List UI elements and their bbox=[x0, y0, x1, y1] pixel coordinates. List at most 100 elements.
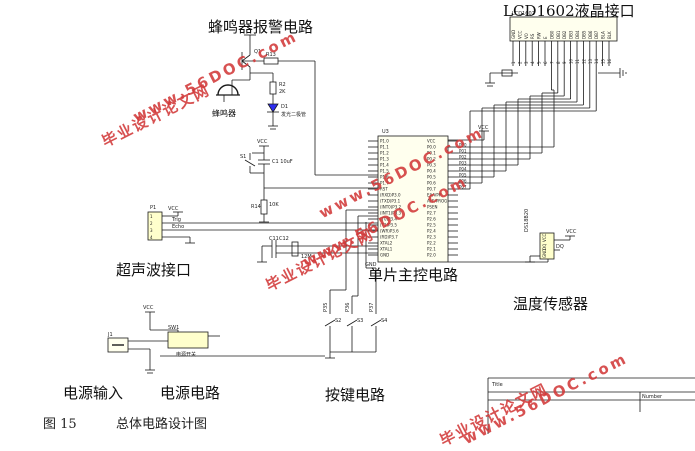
power-switch bbox=[167, 331, 209, 349]
s3-ref: S3 bbox=[357, 318, 363, 324]
label-lcd-interface: LCD1602液晶接口 bbox=[503, 2, 635, 20]
figure-number: 图 15 bbox=[43, 417, 77, 432]
p35-net: P35 bbox=[323, 303, 329, 312]
lcd-pin: DB4 bbox=[575, 30, 580, 39]
ds-ref: DS18B20 bbox=[524, 209, 530, 232]
cap-ref: C1 10uF bbox=[272, 159, 293, 165]
q1-ref: Q1 bbox=[254, 49, 261, 55]
mcu-pin-left: (T1)P3.5 bbox=[380, 223, 397, 228]
mcu-pin-right: P2.7 bbox=[427, 211, 436, 216]
lcd-connector bbox=[509, 16, 618, 42]
u3-ref: U3 bbox=[382, 129, 389, 135]
mcu-gnd: GND bbox=[365, 262, 377, 268]
s2-ref: S2 bbox=[335, 318, 341, 324]
label-temperature-sensor: 温度传感器 bbox=[513, 295, 589, 313]
mcu-pin-right: P2.4 bbox=[427, 229, 436, 234]
label-power-circuit: 电源电路 bbox=[160, 384, 221, 402]
mcu-pin-left: P1.5 bbox=[380, 169, 389, 174]
mcu-pin-right: P0.2 bbox=[427, 157, 436, 162]
mcu-pin-right: P0.5 bbox=[427, 175, 436, 180]
mcu-pin-right: P2.2 bbox=[427, 241, 436, 246]
lcd-pin: E bbox=[543, 36, 548, 39]
lcd-pin-number: 3 bbox=[524, 61, 529, 64]
mcu-pin-right: P0.7 bbox=[427, 187, 436, 192]
s1-ref: S1 bbox=[240, 154, 246, 160]
lcd-pin-number: 6 bbox=[543, 61, 548, 64]
lcd-pin-number: 2 bbox=[517, 61, 522, 64]
p0-net-label: P05 bbox=[459, 173, 467, 178]
lcd-pin: DB1 bbox=[556, 30, 561, 39]
ds18b20-body bbox=[539, 232, 555, 260]
c11-ref: C11 bbox=[269, 236, 279, 242]
schematic-page: Q1 R13 R2 2K D1 发光二极管 U3 S1 C1 10uF R14 … bbox=[43, 2, 695, 450]
lcd-pin-number: 7 bbox=[549, 61, 554, 64]
mcu-pin-right: VCC bbox=[427, 139, 436, 144]
ultrasonic-connector bbox=[147, 211, 163, 241]
p37-net: P37 bbox=[369, 303, 375, 312]
ultrasonic-pin-number: 3 bbox=[150, 228, 153, 233]
p36-net: P36 bbox=[345, 303, 351, 312]
lcd-pin: BLA bbox=[601, 31, 606, 39]
mcu-pin-right: ALE/PROG bbox=[427, 199, 447, 204]
mcu-pin-left: P1.4 bbox=[380, 163, 389, 168]
lcd-pin-number: 13 bbox=[588, 58, 593, 64]
p1-ref: P1 bbox=[150, 205, 156, 211]
lcd-pin-number: 5 bbox=[537, 61, 542, 64]
lcd-pin-number: 14 bbox=[594, 58, 599, 64]
mcu-pin-left: P1.0 bbox=[380, 139, 389, 144]
lcd-pin-number: 9 bbox=[562, 61, 567, 64]
lcd-pin: RW bbox=[537, 32, 542, 39]
lcd-pin-number: 15 bbox=[601, 58, 606, 64]
mcu-pin-right: P2.6 bbox=[427, 217, 436, 222]
d1-note: 发光二极管 bbox=[281, 111, 306, 118]
mcu-pin-left: (RXD)P3.0 bbox=[380, 193, 401, 198]
mcu-pin-right: P0.6 bbox=[427, 181, 436, 186]
r2-ref: R2 bbox=[279, 82, 286, 88]
lcd-pin-number: 12 bbox=[581, 58, 586, 64]
mcu-pin-left: XTAL1 bbox=[380, 247, 393, 252]
ultrasonic-pin-number: 4 bbox=[150, 235, 153, 240]
lcd-pin: DB7 bbox=[594, 30, 599, 39]
r14-value: 10K bbox=[269, 202, 279, 208]
mcu-pin-left: P1.2 bbox=[380, 151, 389, 156]
lcd-pin-number: 8 bbox=[556, 61, 561, 64]
p0-net-label: P07 bbox=[459, 185, 467, 190]
lcd-pin-number: 16 bbox=[607, 58, 612, 64]
j1-ref: J1 bbox=[107, 332, 113, 338]
mcu-pin-left: XTAL2 bbox=[380, 241, 393, 246]
lcd-ref: LCD1602 bbox=[512, 11, 535, 17]
lcd-pin-number: 10 bbox=[569, 58, 574, 64]
mcu-pin-left: (WR)P3.6 bbox=[380, 229, 399, 234]
r13-ref: R13 bbox=[266, 52, 276, 58]
vcc-mcu: VCC bbox=[478, 125, 489, 131]
lcd-pin: DB5 bbox=[581, 30, 586, 39]
mcu-pin-left: (T0)P3.4 bbox=[380, 217, 397, 222]
ds18b20-pin: GND bbox=[542, 249, 547, 258]
vcc-ultra: VCC bbox=[168, 206, 179, 212]
sw1-ref: SW1 bbox=[168, 325, 179, 331]
mcu-pin-left: P1.6 bbox=[380, 175, 389, 180]
lcd-pin: VO bbox=[524, 33, 529, 39]
mcu-body bbox=[377, 135, 449, 263]
lcd-pin-number: 1 bbox=[511, 61, 516, 64]
lcd-pin-number: 11 bbox=[575, 58, 580, 64]
mcu-pin-left: (TXD)P3.1 bbox=[380, 199, 401, 204]
mcu-pin-right: P0.1 bbox=[427, 151, 436, 156]
lcd-pin: DB0 bbox=[549, 30, 554, 39]
label-buzzer-circuit: 蜂鸣器报警电路 bbox=[208, 18, 314, 36]
mcu-pin-left: P1.7 bbox=[380, 181, 389, 186]
label-power-input: 电源输入 bbox=[63, 384, 124, 402]
p0-net-label: P04 bbox=[459, 167, 467, 172]
circuit-schematic: Q1 R13 R2 2K D1 发光二极管 U3 S1 C1 10uF R14 … bbox=[107, 11, 695, 434]
lcd-pin: VCC bbox=[517, 30, 522, 39]
r2-value: 2K bbox=[279, 89, 286, 95]
sw-note: 电源开关 bbox=[176, 351, 196, 358]
ds-dq: DQ bbox=[556, 244, 564, 250]
buzzer-name: 蜂鸣器 bbox=[212, 109, 236, 118]
p0-net-label: P00 bbox=[459, 143, 467, 148]
mcu-pin-right: P2.1 bbox=[427, 247, 436, 252]
ultrasonic-pin-number: 2 bbox=[150, 221, 153, 226]
lcd-pin: GND bbox=[511, 30, 516, 39]
d1-ref: D1 bbox=[281, 104, 288, 110]
lcd-pin-number: 4 bbox=[530, 61, 535, 64]
